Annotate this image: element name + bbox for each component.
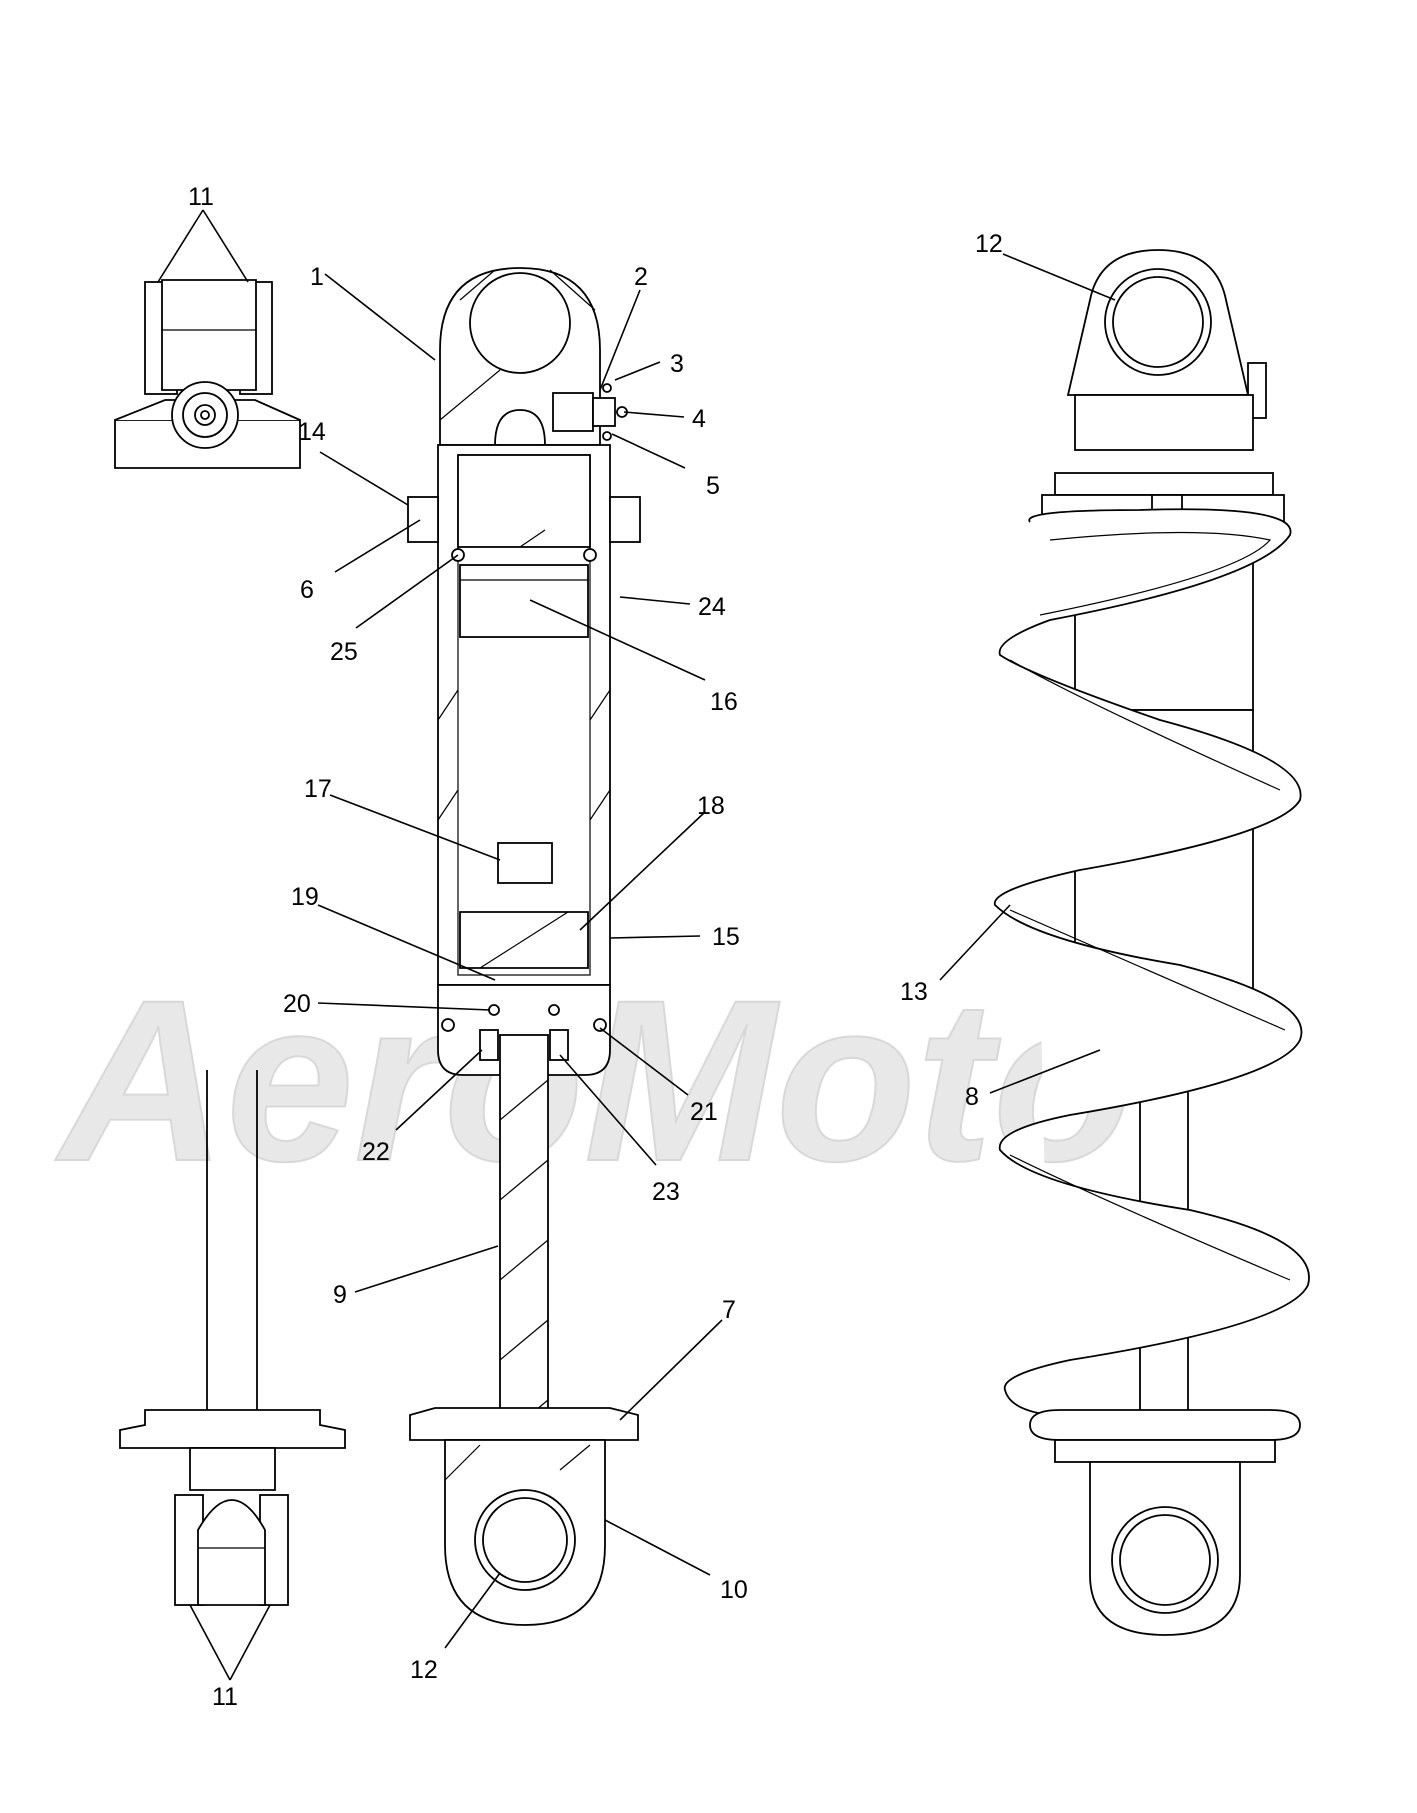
callout-15: 15 (712, 923, 740, 951)
callout-19: 19 (291, 883, 319, 911)
callout-11-bottom: 11 (212, 1683, 238, 1711)
callout-20: 20 (283, 990, 311, 1018)
callout-4: 4 (692, 405, 706, 433)
callout-25: 25 (330, 638, 358, 666)
callout-16: 16 (710, 688, 738, 716)
callout-labels: 1 2 3 4 5 6 7 8 9 10 11 11 12 12 13 14 1… (188, 183, 1003, 1711)
bottom-end-view (119, 1070, 346, 1681)
callout-12-bottom: 12 (410, 1656, 438, 1684)
callout-18: 18 (697, 792, 725, 820)
callout-5: 5 (706, 472, 720, 500)
callout-17: 17 (304, 775, 332, 803)
callout-22: 22 (362, 1138, 390, 1166)
callout-11-top: 11 (188, 183, 214, 211)
assembled-view (993, 249, 1310, 1636)
callout-24: 24 (698, 593, 726, 621)
callout-13: 13 (900, 978, 928, 1006)
callout-14: 14 (298, 418, 326, 446)
callout-9: 9 (333, 1281, 347, 1309)
callout-1: 1 (310, 263, 324, 291)
leader-lines (317, 253, 1116, 1649)
callout-6: 6 (300, 576, 314, 604)
callout-21: 21 (690, 1098, 718, 1126)
callout-7: 7 (722, 1296, 736, 1324)
callout-2: 2 (634, 263, 648, 291)
callout-10: 10 (720, 1576, 748, 1604)
callout-23: 23 (652, 1178, 680, 1206)
callout-8: 8 (965, 1083, 979, 1111)
top-end-view (114, 209, 301, 469)
callout-12-top: 12 (975, 230, 1003, 258)
sectional-view (407, 267, 641, 1626)
callout-3: 3 (670, 350, 684, 378)
